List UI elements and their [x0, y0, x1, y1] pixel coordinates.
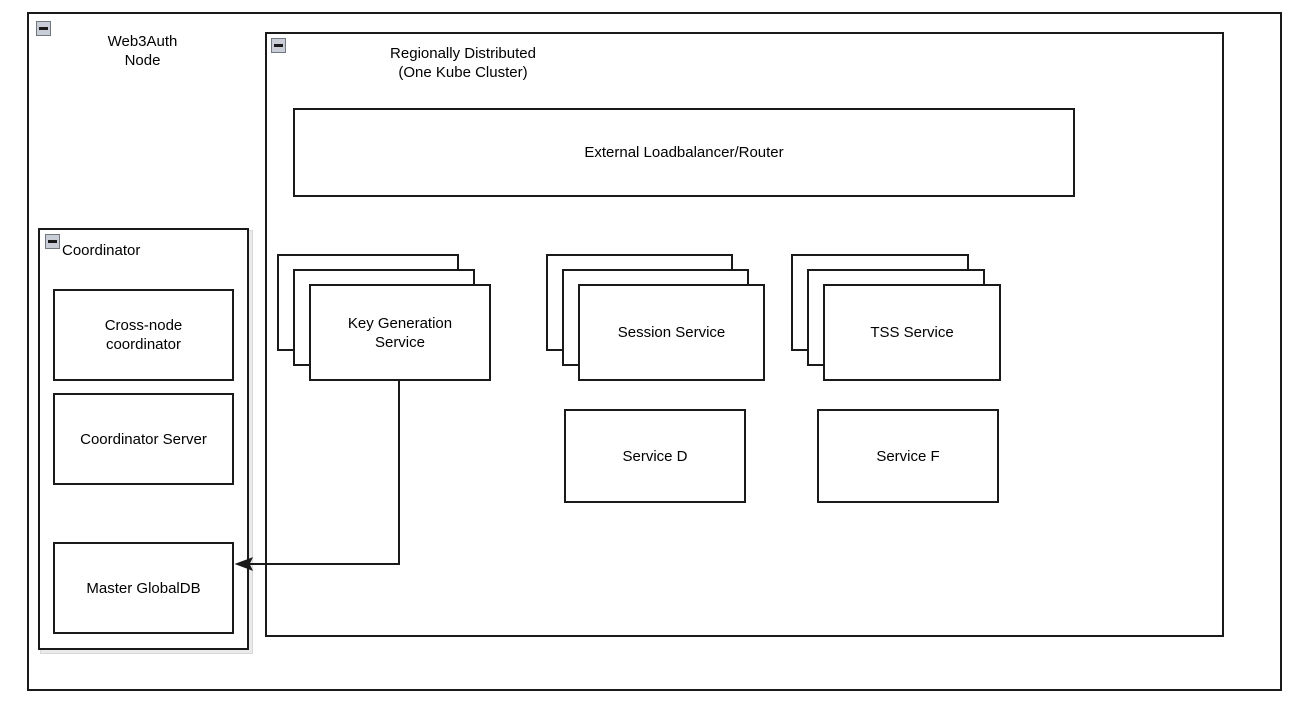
container-web3auth-node-label: Web3Auth Node: [107, 33, 178, 69]
stack-session-service[interactable]: Session Service: [546, 254, 765, 381]
container-regionally-distributed-label: Regionally Distributed (One Kube Cluster…: [390, 45, 536, 81]
minus-square-icon-coordinator[interactable]: [45, 234, 60, 249]
node-master-globaldb[interactable]: Master GlobalDB: [53, 542, 234, 634]
node-session-service[interactable]: Session Service: [578, 284, 765, 381]
stack-tss-service[interactable]: TSS Service: [791, 254, 1001, 381]
node-coordinator-server[interactable]: Coordinator Server: [53, 393, 234, 485]
node-external-loadbalancer-router[interactable]: External Loadbalancer/Router: [293, 108, 1075, 197]
node-cross-node-coordinator[interactable]: Cross-node coordinator: [53, 289, 234, 381]
node-key-generation-service[interactable]: Key Generation Service: [309, 284, 491, 381]
node-service-f[interactable]: Service F: [817, 409, 999, 503]
node-service-d[interactable]: Service D: [564, 409, 746, 503]
node-tss-service[interactable]: TSS Service: [823, 284, 1001, 381]
minus-square-icon-region[interactable]: [271, 38, 286, 53]
stack-key-generation-service[interactable]: Key Generation Service: [277, 254, 491, 381]
minus-square-icon-node[interactable]: [36, 21, 51, 36]
container-coordinator-label: Coordinator: [62, 242, 141, 259]
